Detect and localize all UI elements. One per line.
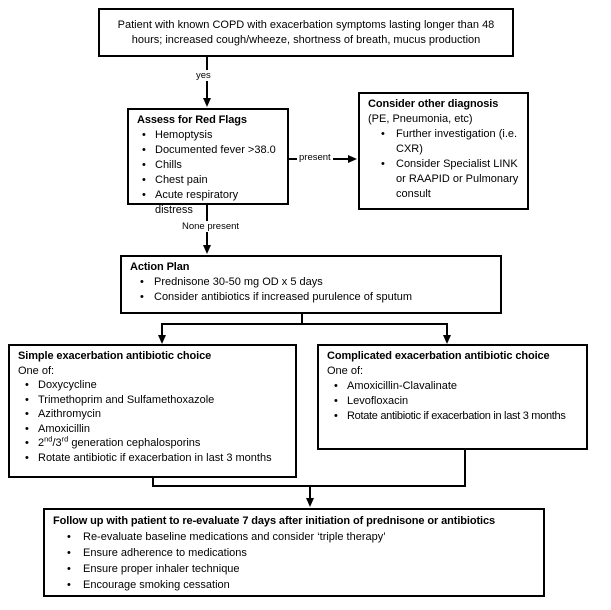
connector-action-stub	[301, 314, 303, 325]
patient-box: Patient with known COPD with exacerbatio…	[98, 8, 514, 57]
action-plan-box: Action Plan Prednisone 30-50 mg OD x 5 d…	[120, 255, 502, 314]
edge-label-present: present	[297, 152, 333, 163]
connector-complicated-down	[464, 450, 466, 487]
connector-simple-down	[152, 478, 154, 487]
list-item: Azithromycin	[18, 407, 287, 422]
connector-merge-stub	[309, 485, 311, 499]
list-item: Consider antibiotics if increased purule…	[130, 290, 492, 305]
list-item: Ensure adherence to medications	[53, 545, 535, 561]
followup-list: Re-evaluate baseline medications and con…	[53, 529, 535, 593]
other-diagnosis-list: Further investigation (i.e. CXR) Conside…	[368, 127, 519, 202]
list-item: Levofloxacin	[327, 394, 578, 409]
complicated-choice-list: Amoxicillin-Clavalinate Levofloxacin Rot…	[327, 379, 578, 424]
complicated-choice-title: Complicated exacerbation antibiotic choi…	[327, 350, 550, 362]
other-diagnosis-box: Consider other diagnosis (PE, Pneumonia,…	[358, 92, 529, 210]
list-item: Chest pain	[137, 173, 279, 188]
red-flags-box: Assess for Red Flags Hemoptysis Document…	[127, 108, 289, 216]
followup-title: Follow up with patient to re-evaluate 7 …	[53, 515, 496, 527]
connector-action-branch	[161, 323, 448, 325]
list-item: Rotate antibiotic if exacerbation in las…	[327, 409, 578, 424]
list-item: Amoxicillin-Clavalinate	[327, 379, 578, 394]
list-item: Hemoptysis	[137, 128, 279, 143]
list-item: Further investigation (i.e. CXR)	[368, 127, 519, 157]
followup-box: Follow up with patient to re-evaluate 7 …	[43, 508, 545, 597]
simple-choice-box: Simple exacerbation antibiotic choice On…	[8, 344, 297, 478]
other-diagnosis-title-bold: Consider other diagnosis	[368, 98, 499, 110]
list-item: Acute respiratory distress	[137, 188, 279, 218]
list-item: Documented fever >38.0	[137, 143, 279, 158]
complicated-choice-box: Complicated exacerbation antibiotic choi…	[317, 344, 588, 450]
list-item: Prednisone 30-50 mg OD x 5 days	[130, 275, 492, 290]
list-item: Trimethoprim and Sulfamethoxazole	[18, 393, 287, 408]
other-diagnosis-title-tail: (PE, Pneumonia, etc)	[368, 113, 473, 125]
list-item: Re-evaluate baseline medications and con…	[53, 529, 535, 545]
simple-choice-list: Doxycycline Trimethoprim and Sulfamethox…	[18, 378, 287, 465]
simple-choice-title: Simple exacerbation antibiotic choice	[18, 350, 212, 362]
action-plan-title: Action Plan	[130, 261, 190, 273]
complicated-choice-subtitle: One of:	[327, 365, 364, 377]
list-item: Doxycycline	[18, 378, 287, 393]
arrowhead-patient-to-redflags	[203, 98, 211, 107]
red-flags-title: Assess for Red Flags	[137, 114, 247, 126]
red-flags-list: Hemoptysis Documented fever >38.0 Chills…	[137, 128, 279, 218]
list-item: Rotate antibiotic if exacerbation in las…	[18, 451, 287, 466]
arrowhead-to-followup	[306, 498, 314, 507]
list-item: Amoxicillin	[18, 422, 287, 437]
list-item: Ensure proper inhaler technique	[53, 561, 535, 577]
list-item: Consider Specialist LINK or RAAPID or Pu…	[368, 157, 519, 202]
arrowhead-to-simple	[158, 335, 166, 344]
other-diagnosis-title: Consider other diagnosis (PE, Pneumonia,…	[368, 97, 519, 127]
action-plan-list: Prednisone 30-50 mg OD x 5 days Consider…	[130, 275, 492, 305]
list-item: Chills	[137, 158, 279, 173]
list-item: Encourage smoking cessation	[53, 577, 535, 593]
connector-branch-left	[161, 323, 163, 336]
edge-label-yes: yes	[194, 70, 213, 81]
arrowhead-redflags-to-diagnosis	[348, 155, 357, 163]
edge-label-none-present: None present	[180, 221, 242, 232]
list-item-cephalosporins: 2nd/3rd generation cephalosporins	[18, 435, 287, 451]
simple-choice-subtitle: One of:	[18, 364, 55, 377]
arrowhead-to-complicated	[443, 335, 451, 344]
patient-box-text: Patient with known COPD with exacerbatio…	[117, 18, 495, 46]
connector-branch-right	[446, 323, 448, 336]
arrowhead-redflags-to-action	[203, 245, 211, 254]
